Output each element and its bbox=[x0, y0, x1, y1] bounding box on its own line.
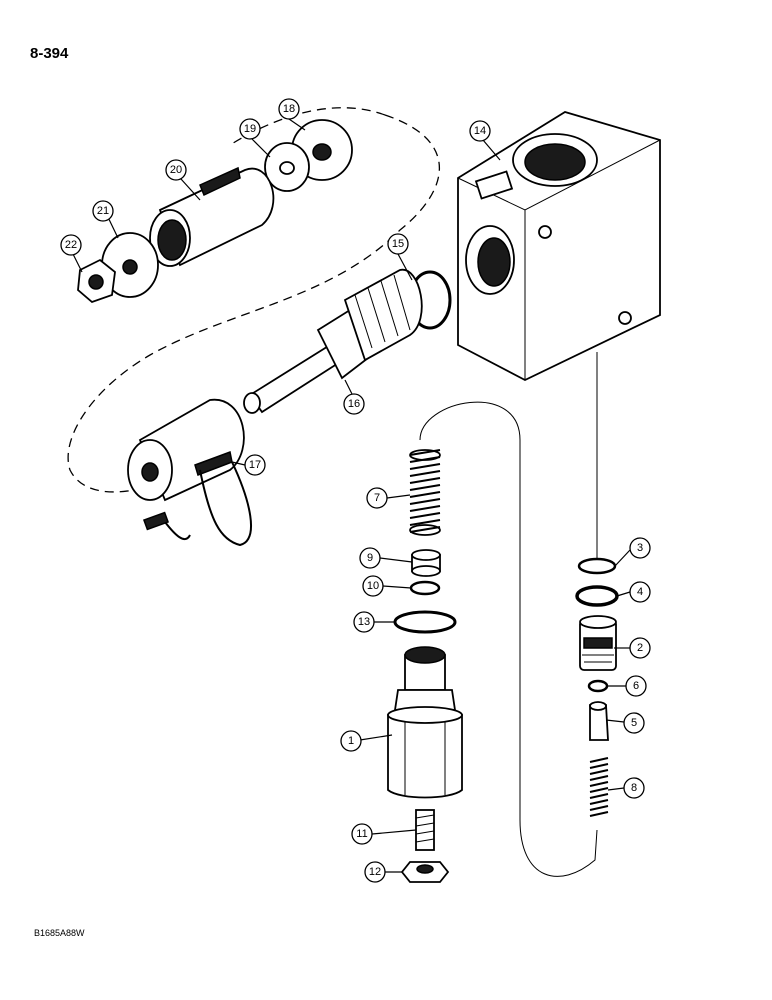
callout-8: 8 bbox=[623, 777, 645, 799]
svg-text:7: 7 bbox=[374, 492, 380, 504]
svg-text:9: 9 bbox=[367, 552, 373, 564]
svg-text:12: 12 bbox=[369, 866, 381, 878]
svg-text:2: 2 bbox=[637, 642, 643, 654]
callout-5: 5 bbox=[623, 712, 645, 734]
svg-text:18: 18 bbox=[283, 103, 295, 115]
callout-2: 2 bbox=[629, 637, 651, 659]
poppet-5 bbox=[589, 701, 609, 741]
svg-text:11: 11 bbox=[356, 828, 367, 840]
callout-9: 9 bbox=[359, 547, 381, 569]
spring-8 bbox=[589, 757, 609, 817]
svg-text:10: 10 bbox=[367, 580, 379, 592]
o-ring-6 bbox=[587, 679, 609, 693]
valve-body-1 bbox=[387, 646, 463, 799]
svg-text:3: 3 bbox=[637, 542, 643, 554]
svg-text:15: 15 bbox=[392, 238, 404, 250]
svg-text:19: 19 bbox=[244, 123, 256, 135]
svg-text:1: 1 bbox=[348, 735, 354, 747]
callout-1: 1 bbox=[340, 730, 362, 752]
o-ring-13 bbox=[393, 610, 457, 634]
svg-text:14: 14 bbox=[474, 125, 486, 137]
page-number: 8-394 bbox=[30, 45, 69, 62]
valve-block bbox=[457, 111, 661, 382]
svg-text:13: 13 bbox=[358, 616, 370, 628]
svg-text:6: 6 bbox=[633, 680, 639, 692]
callout-6: 6 bbox=[625, 675, 647, 697]
callout-17: 17 bbox=[244, 454, 266, 476]
jam-nut-12 bbox=[400, 861, 450, 883]
set-screw-11 bbox=[415, 809, 435, 851]
callout-12: 12 bbox=[364, 861, 386, 883]
callout-19: 19 bbox=[239, 118, 261, 140]
callout-4: 4 bbox=[629, 581, 651, 603]
svg-text:22: 22 bbox=[65, 239, 77, 251]
svg-text:20: 20 bbox=[170, 164, 182, 176]
svg-text:21: 21 bbox=[97, 205, 109, 217]
washer-19 bbox=[264, 142, 310, 192]
sleeve-20 bbox=[149, 166, 275, 267]
svg-text:8: 8 bbox=[631, 782, 637, 794]
cartridge-2 bbox=[579, 615, 617, 671]
callout-10: 10 bbox=[362, 575, 384, 597]
callout-20: 20 bbox=[165, 159, 187, 181]
o-ring-3 bbox=[577, 557, 617, 575]
poppet-9 bbox=[411, 549, 441, 577]
solenoid-coil-17 bbox=[127, 399, 252, 547]
nut-22 bbox=[77, 258, 116, 304]
svg-text:17: 17 bbox=[249, 459, 261, 471]
figure-code: B1685A88W bbox=[34, 928, 85, 938]
group-outline bbox=[67, 114, 441, 493]
callout-14: 14 bbox=[469, 120, 491, 142]
callout-16: 16 bbox=[343, 393, 365, 415]
backup-ring-4 bbox=[575, 585, 619, 607]
svg-text:4: 4 bbox=[637, 586, 643, 598]
callout-3: 3 bbox=[629, 537, 651, 559]
callout-22: 22 bbox=[60, 234, 82, 256]
o-ring-10 bbox=[409, 580, 441, 596]
callout-18: 18 bbox=[278, 98, 300, 120]
callout-21: 21 bbox=[92, 200, 114, 222]
callout-15: 15 bbox=[387, 233, 409, 255]
svg-text:16: 16 bbox=[348, 398, 360, 410]
spring-7 bbox=[409, 449, 441, 536]
callout-11: 11 bbox=[351, 823, 373, 845]
callout-13: 13 bbox=[353, 611, 375, 633]
svg-text:5: 5 bbox=[631, 717, 637, 729]
callout-7: 7 bbox=[366, 487, 388, 509]
valve-stem-16 bbox=[243, 269, 423, 414]
